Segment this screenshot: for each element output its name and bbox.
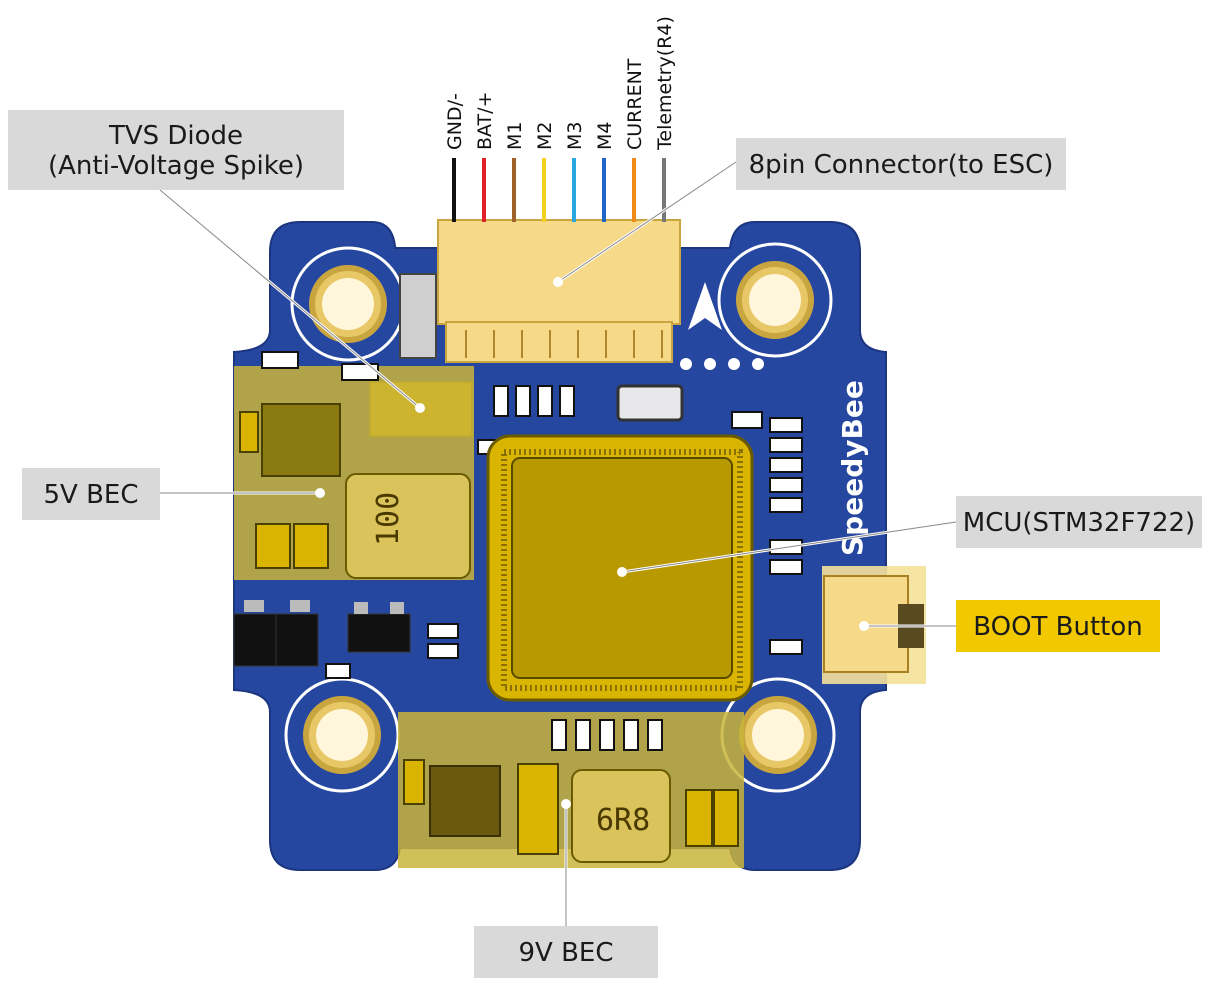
mount-hole-bottom-left [284, 677, 400, 793]
pin-label-1: BAT/+ [474, 92, 496, 150]
bec-9v-area: 6R8 [398, 712, 744, 868]
mount-hole-bottom-right [720, 677, 836, 793]
esc-wires [452, 158, 666, 222]
pin-label-3: M2 [534, 122, 556, 150]
callout-tvs: TVS Diode (Anti-Voltage Spike) [8, 110, 344, 190]
pin-label-5: M4 [594, 122, 616, 150]
mount-hole-top-right [717, 242, 833, 358]
pin-label-0: GND/- [444, 93, 466, 150]
callout-mcu-text: MCU(STM32F722) [963, 508, 1195, 538]
indicator-dots [680, 358, 764, 370]
leader-dots [315, 277, 869, 809]
pin-label-7: Telemetry(R4) [654, 16, 676, 151]
crystal-oscillator [616, 384, 684, 422]
pin-label-2: M1 [504, 122, 526, 150]
passives-right-column [769, 417, 803, 655]
orientation-arrow-icon [688, 282, 722, 330]
pin-label-4: M3 [564, 122, 586, 150]
pin-labels: GND/- BAT/+ M1 M2 M3 M4 CURRENT Telemetry(R4) [444, 16, 676, 151]
callout-tvs-subtitle: (Anti-Voltage Spike) [48, 151, 304, 181]
callout-connector-text: 8pin Connector(to ESC) [749, 150, 1054, 180]
leader-lines [159, 160, 957, 926]
inductor-5v-marking: 100 [371, 492, 406, 546]
callout-9v-bec: 9V BEC [474, 926, 658, 978]
callout-5v-bec-text: 5V BEC [43, 480, 138, 510]
callout-mcu: MCU(STM32F722) [956, 496, 1202, 548]
callout-5v-bec: 5V BEC [22, 468, 160, 520]
bec-5v-area: 100 [234, 351, 474, 580]
esc-connector [437, 219, 681, 363]
brand-logo-text: SpeedyBee [836, 380, 869, 556]
callout-9v-bec-text: 9V BEC [518, 938, 613, 968]
mosfets-left [233, 600, 459, 679]
capacitor-top [399, 273, 437, 359]
callout-tvs-title: TVS Diode [108, 121, 243, 151]
callout-boot: BOOT Button [956, 600, 1160, 652]
pin-label-6: CURRENT [624, 58, 646, 150]
callout-boot-text: BOOT Button [973, 612, 1143, 642]
pcb-board: SpeedyBee [233, 219, 926, 871]
inductor-9v-marking: 6R8 [596, 803, 650, 838]
callout-connector: 8pin Connector(to ESC) [736, 138, 1066, 190]
